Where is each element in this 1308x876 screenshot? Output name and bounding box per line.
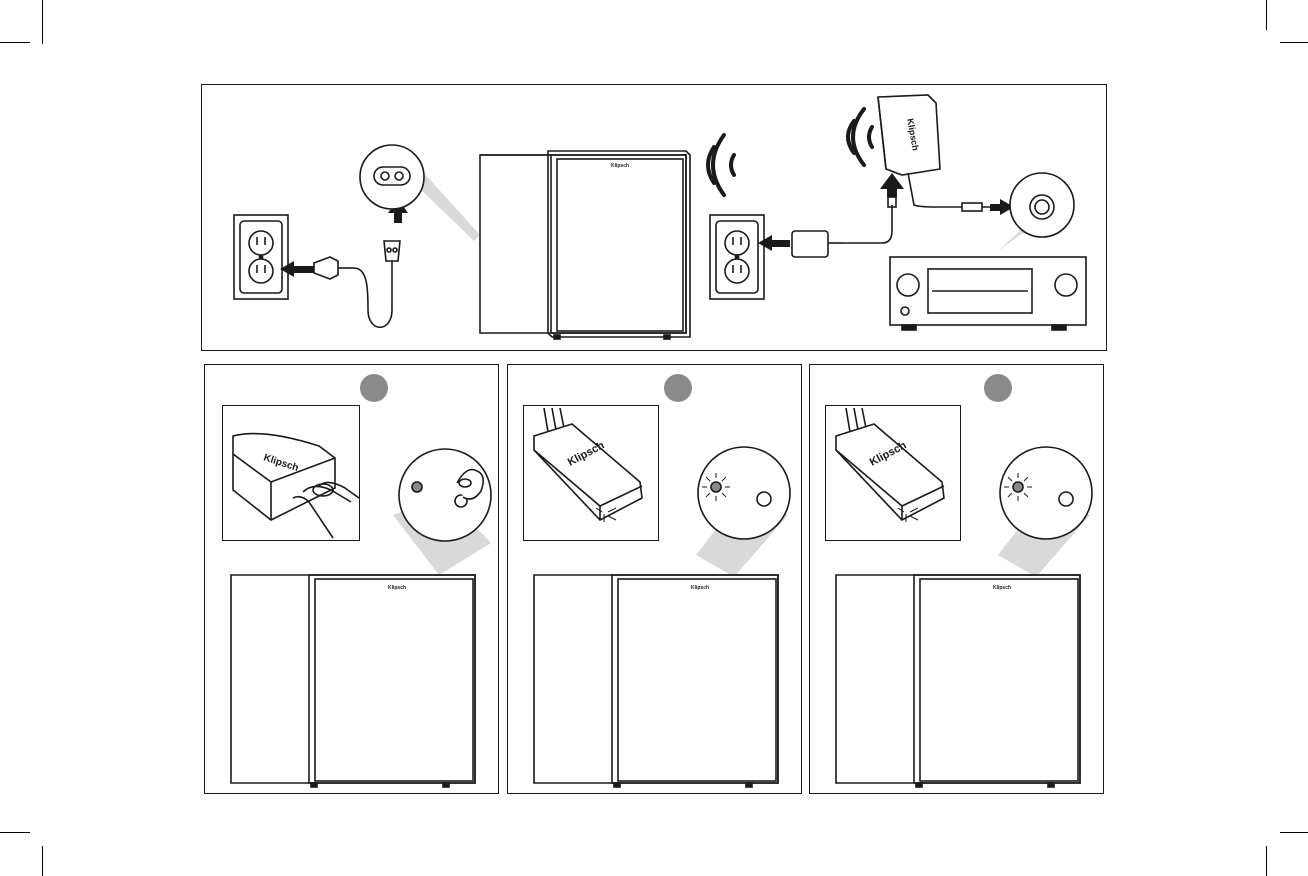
- av-receiver-icon: [890, 257, 1086, 330]
- step-panel-2: Klipsch Klipsch: [507, 364, 802, 794]
- pairing-button-icon: [1059, 492, 1073, 506]
- arrow-icon: [280, 261, 314, 277]
- wall-outlet-icon: [710, 215, 764, 299]
- inset-transmitter-led-solid: Klipsch: [825, 405, 961, 541]
- subwoofer-cabinet: [534, 575, 778, 787]
- arrow-icon: [880, 173, 904, 197]
- transmitter-solid-drawing: Klipsch: [826, 406, 961, 541]
- subwoofer-cabinet: [836, 575, 1080, 787]
- power-plug-icon: [314, 241, 400, 327]
- crop-mark-bl-v: [42, 846, 43, 876]
- subwoofer-cabinet: [480, 151, 690, 339]
- wireless-signal-icon: [848, 109, 872, 165]
- brand-logo: Klipsch: [388, 585, 406, 591]
- pairing-button-icon: [757, 492, 771, 506]
- inset-transmitter-led-blink: Klipsch: [523, 405, 659, 541]
- step-panel-1: Klipsch Klipsch: [204, 364, 499, 794]
- transmitter-pairing-drawing: Klipsch: [223, 406, 360, 541]
- wireless-signal-icon: [708, 135, 734, 195]
- inset-press-pair-button: Klipsch: [222, 405, 360, 541]
- crop-mark-br-h: [1280, 832, 1308, 833]
- wall-outlet-icon: [234, 215, 288, 299]
- crop-mark-tl-v: [42, 0, 43, 44]
- subwoofer-cabinet: [231, 575, 475, 787]
- brand-logo: Klipsch: [611, 163, 629, 169]
- pairing-button-icon: [455, 495, 467, 507]
- crop-mark-tr-v: [1266, 0, 1267, 30]
- led-indicator-icon: [412, 482, 422, 492]
- crop-mark-tr-h: [1280, 42, 1308, 43]
- setup-overview-drawing: Klipsch: [202, 85, 1108, 352]
- rca-jack-icon: [1010, 173, 1074, 237]
- led-indicator-icon: [711, 482, 721, 492]
- arrow-icon: [758, 235, 790, 251]
- step-number-badge-1: [360, 374, 388, 402]
- setup-overview-panel: Klipsch: [201, 84, 1107, 351]
- crop-mark-bl-h: [0, 832, 30, 833]
- crop-mark-br-v: [1266, 846, 1267, 876]
- step-panel-3: Klipsch Klipsch: [809, 364, 1104, 794]
- step-number-badge-3: [984, 374, 1012, 402]
- crop-mark-tl-h: [0, 42, 30, 43]
- brand-logo: Klipsch: [993, 585, 1011, 591]
- transmitter-blink-drawing: Klipsch: [524, 406, 659, 541]
- brand-logo: Klipsch: [691, 585, 709, 591]
- ac-adapter-icon: [792, 197, 896, 257]
- step-number-badge-2: [664, 374, 692, 402]
- led-indicator-icon: [1013, 482, 1023, 492]
- figure8-socket-icon: [360, 145, 424, 209]
